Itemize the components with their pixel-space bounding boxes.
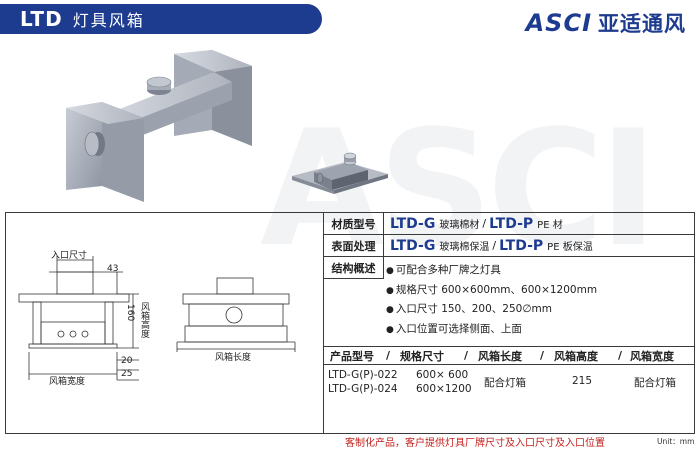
dim-inlet-size: 入口尺寸 [51, 251, 88, 261]
title-bar: LTD 灯具风箱 [0, 4, 322, 34]
col-length: 风箱长度 [478, 349, 522, 363]
box-height-value: 215 [572, 375, 593, 387]
surface-p-key: LTD-P [499, 237, 544, 254]
spec-table: 材质型号 LTD-G 玻璃棉材 / LTD-P PE 材 表面处理 LTD-G … [323, 212, 695, 434]
material-row: 材质型号 LTD-G 玻璃棉材 / LTD-P PE 材 [324, 213, 694, 235]
material-g-text: 玻璃棉材 [439, 220, 480, 231]
col-model: 产品型号 [330, 349, 374, 363]
brand: ASCI 亚适通风 [525, 9, 686, 37]
col-sep: / [540, 349, 545, 362]
surface-p-text: PE 板保温 [547, 242, 593, 253]
col-sep: / [386, 349, 391, 362]
section-drawings [18, 256, 296, 381]
dim-160: 160 [125, 304, 135, 322]
technical-drawings: 入口尺寸 43 160 风箱高度 20 25 风箱宽度 风箱长度 [5, 212, 323, 434]
surface-label: 表面处理 [324, 235, 384, 256]
table-row-size: 600× 600 [416, 369, 469, 381]
col-width: 风箱宽度 [630, 349, 674, 363]
dim-box-height: 风箱高度 [139, 302, 149, 338]
col-size: 规格尺寸 [400, 349, 444, 363]
dim-box-length: 风箱长度 [215, 353, 252, 363]
drawing-frame [5, 212, 323, 434]
feature-item: 规格尺寸 600×600mm、600×1200mm [386, 281, 597, 301]
col-sep: / [618, 349, 623, 362]
material-g-key: LTD-G [390, 215, 436, 232]
custom-note: 客制化产品，客户提供灯具厂牌尺寸及入口尺寸及入口位置 [345, 438, 605, 449]
surface-row: 表面处理 LTD-G 玻璃棉保温 / LTD-P PE 板保温 [324, 235, 694, 257]
feature-item: 可配合多种厂牌之灯具 [386, 261, 597, 281]
render-small [292, 152, 388, 194]
dim-box-width: 风箱宽度 [49, 377, 86, 387]
col-sep: / [464, 349, 469, 362]
dim-43: 43 [107, 264, 119, 274]
material-content: LTD-G 玻璃棉材 / LTD-P PE 材 [390, 213, 563, 234]
dim-25: 25 [121, 369, 133, 379]
table-row-model: LTD-G(P)-024 [328, 383, 398, 395]
render-large [66, 50, 252, 202]
material-label: 材质型号 [324, 213, 384, 234]
table-row-size: 600×1200 [416, 383, 472, 395]
unit-label: Unit：mm [657, 437, 695, 446]
feature-item: 入口尺寸 150、200、250∅mm [386, 300, 597, 320]
surface-content: LTD-G 玻璃棉保温 / LTD-P PE 板保温 [390, 235, 593, 256]
box-length-value: 配合灯箱 [484, 377, 526, 389]
structure-label: 结构概述 [324, 257, 384, 279]
feature-item: 入口位置可选择侧面、上面 [386, 320, 597, 340]
col-height: 风箱高度 [554, 349, 598, 363]
product-name: 灯具风箱 [72, 11, 145, 30]
dim-20: 20 [121, 356, 133, 366]
box-width-value: 配合灯箱 [634, 377, 676, 389]
table-header: 产品型号 / 规格尺寸 / 风箱长度 / 风箱高度 / 风箱宽度 [324, 347, 694, 365]
feature-list: 可配合多种厂牌之灯具 规格尺寸 600×600mm、600×1200mm 入口尺… [386, 261, 597, 339]
material-p-key: LTD-P [489, 215, 534, 232]
surface-g-text: 玻璃棉保温 [439, 242, 490, 253]
structure-row: 结构概述 可配合多种厂牌之灯具 规格尺寸 600×600mm、600×1200m… [324, 257, 694, 347]
brand-logo: ASCI [525, 9, 592, 37]
separator: / [482, 217, 487, 230]
surface-g-key: LTD-G [390, 237, 436, 254]
brand-name: 亚适通风 [598, 12, 686, 36]
separator: / [492, 239, 497, 252]
product-code: LTD [20, 7, 63, 31]
material-p-text: PE 材 [537, 220, 563, 231]
table-row-model: LTD-G(P)-022 [328, 369, 398, 381]
